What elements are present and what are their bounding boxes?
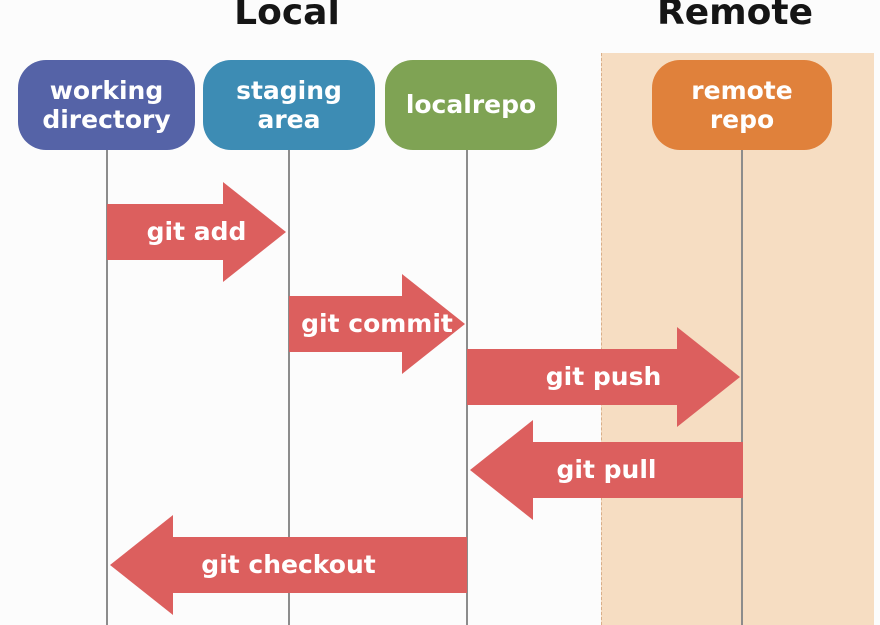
arrow-git-checkout-label: git checkout xyxy=(201,550,376,579)
arrowhead-right-icon xyxy=(223,182,286,282)
node-working-directory: working directory xyxy=(18,60,195,150)
arrow-git-pull-label: git pull xyxy=(556,455,657,484)
node-remote-repo: remote repo xyxy=(652,60,832,150)
arrow-git-commit: git commit xyxy=(289,274,465,374)
arrow-git-push-body xyxy=(467,349,677,405)
arrow-git-add: git add xyxy=(107,182,286,282)
arrow-git-push: git push xyxy=(467,327,740,427)
lifeline-remote-repo xyxy=(741,150,743,625)
local-section-title: Local xyxy=(234,0,340,33)
arrow-git-commit-body xyxy=(289,296,402,352)
arrow-git-checkout-body xyxy=(173,537,467,593)
arrowhead-right-icon xyxy=(402,274,465,374)
arrow-git-add-body xyxy=(107,204,223,260)
arrowhead-right-icon xyxy=(677,327,740,427)
arrow-git-push-label: git push xyxy=(545,362,662,391)
arrowhead-left-icon xyxy=(110,515,173,615)
arrow-git-checkout: git checkout xyxy=(110,515,467,615)
arrowhead-left-icon xyxy=(470,420,533,520)
lifeline-staging-area xyxy=(288,150,290,625)
arrow-git-commit-label: git commit xyxy=(301,309,453,338)
arrow-git-add-label: git add xyxy=(146,217,247,246)
arrow-git-pull-body xyxy=(533,442,743,498)
arrow-git-pull: git pull xyxy=(470,420,743,520)
node-staging-area: staging area xyxy=(203,60,375,150)
remote-section-title: Remote xyxy=(656,0,813,33)
node-localrepo: localrepo xyxy=(385,60,557,150)
lifeline-working-directory xyxy=(106,150,108,625)
